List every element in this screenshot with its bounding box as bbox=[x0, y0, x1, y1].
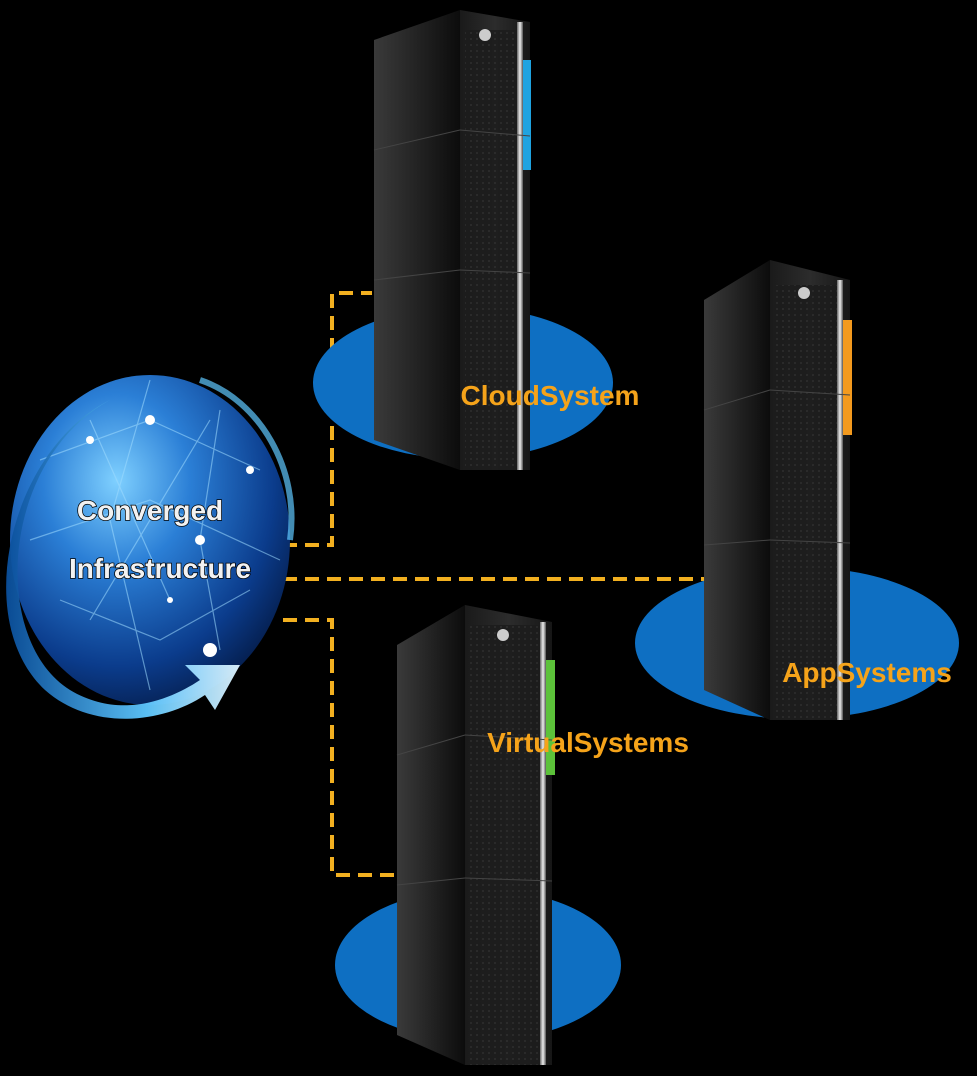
arrow-icon bbox=[6, 400, 240, 719]
logo-icon bbox=[479, 29, 491, 41]
connector-cloudsystem bbox=[283, 291, 372, 547]
virtualsystems-rack bbox=[396, 605, 555, 1065]
logo-icon bbox=[798, 287, 810, 299]
connector-lines bbox=[283, 291, 704, 877]
logo-icon bbox=[497, 629, 509, 641]
appsystems-label: AppSystems bbox=[782, 657, 952, 688]
virtualsystems-label: VirtualSystems bbox=[487, 727, 689, 758]
appsystems-rack bbox=[703, 260, 852, 720]
hub-title-line2: Infrastructure bbox=[69, 553, 251, 584]
cloudsystem-label: CloudSystem bbox=[461, 380, 640, 411]
converged-infrastructure-globe: Converged Infrastructure bbox=[6, 375, 295, 719]
cloudsystem-rack bbox=[373, 10, 531, 470]
hub-title-line1: Converged bbox=[77, 495, 223, 526]
connector-virtualsystems bbox=[283, 618, 397, 877]
